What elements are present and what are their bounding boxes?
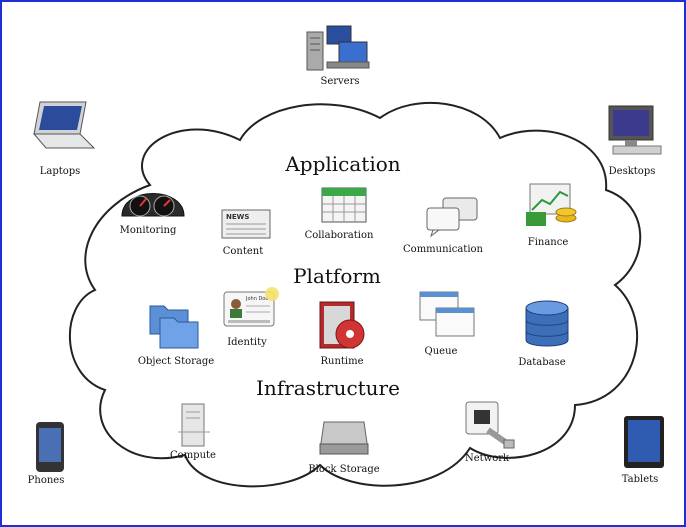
- collaboration-label: Collaboration: [304, 230, 374, 241]
- id-name-text: John Doe: [245, 296, 268, 302]
- desktop-icon: [608, 105, 662, 155]
- communication-label: Communication: [403, 244, 483, 255]
- object-storage-label: Object Storage: [137, 356, 215, 367]
- servers-label: Servers: [320, 76, 360, 87]
- phones-label: Phones: [27, 475, 65, 486]
- calendar-icon: [321, 187, 367, 223]
- platform-heading: Platform: [293, 264, 381, 288]
- desktops-label: Desktops: [608, 166, 656, 177]
- queue-label: Queue: [424, 346, 458, 357]
- database-label: Database: [518, 357, 566, 368]
- identity-label: Identity: [227, 337, 267, 348]
- id-card-icon: John Doe: [223, 287, 279, 327]
- news-text: NEWS: [226, 213, 249, 221]
- compute-label: Compute: [170, 450, 216, 461]
- runtime-box-icon: [319, 301, 365, 349]
- laptop-icon: [32, 101, 96, 149]
- hard-drive-icon: [319, 421, 369, 455]
- laptops-label: Laptops: [39, 166, 81, 177]
- newspaper-icon: NEWS: [221, 209, 271, 239]
- monitoring-label: Monitoring: [119, 225, 177, 236]
- infrastructure-heading: Infrastructure: [256, 376, 400, 400]
- block-storage-label: Block Storage: [308, 464, 380, 475]
- content-label: Content: [222, 246, 264, 257]
- chat-bubbles-icon: [426, 197, 478, 238]
- database-icon: [525, 300, 569, 347]
- phone-icon: [36, 422, 64, 472]
- tablet-icon: [624, 416, 664, 468]
- runtime-label: Runtime: [320, 356, 364, 367]
- queue-windows-icon: [419, 291, 475, 337]
- application-heading: Application: [285, 152, 401, 176]
- folders-icon: [149, 305, 199, 349]
- servers-icon: [306, 25, 370, 71]
- network-port-icon: [465, 401, 515, 449]
- compute-tower-icon: [178, 403, 210, 447]
- monitoring-icon: [121, 193, 185, 217]
- tablets-label: Tablets: [621, 474, 659, 485]
- finance-chart-icon: [526, 183, 577, 226]
- finance-label: Finance: [527, 237, 569, 248]
- network-label: Network: [464, 453, 510, 464]
